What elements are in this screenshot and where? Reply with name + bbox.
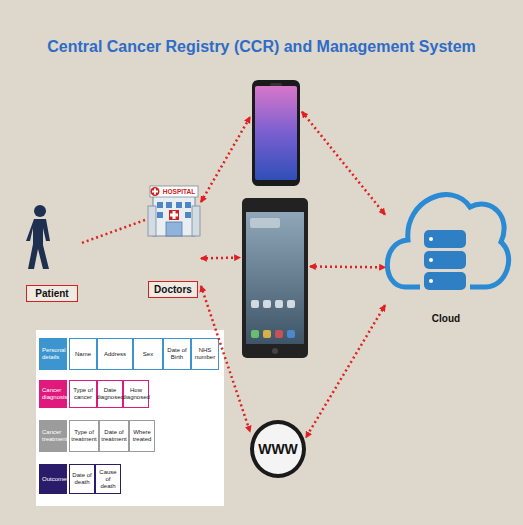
table-cell: Date of death bbox=[69, 464, 95, 494]
node-label: Cloud bbox=[385, 313, 507, 324]
sign-text: HOSPITAL bbox=[160, 188, 198, 195]
table-cell: Where treated bbox=[129, 420, 155, 452]
node-label: WWW bbox=[258, 441, 298, 457]
table-header-cell: Cancer treatment bbox=[39, 420, 67, 452]
table-cell: Name bbox=[69, 338, 97, 370]
dotted-connector bbox=[201, 286, 250, 432]
cloud-node: Cloud bbox=[385, 165, 507, 330]
cloud-icon bbox=[387, 195, 508, 295]
table-cell: Date diagnosed bbox=[97, 380, 123, 408]
table-cell: Type of cancer bbox=[69, 380, 97, 408]
tablet-icon bbox=[242, 198, 308, 358]
dotted-connector bbox=[82, 220, 145, 243]
dotted-connector bbox=[201, 256, 240, 259]
dotted-connector bbox=[201, 117, 250, 202]
table-cell: NHS number bbox=[191, 338, 219, 370]
table-cell: Date of Birth bbox=[163, 338, 191, 370]
www-circle: WWW bbox=[250, 420, 306, 478]
dotted-connector bbox=[302, 112, 385, 215]
node-label: Doctors bbox=[148, 281, 198, 298]
dotted-connector bbox=[310, 265, 385, 268]
table-header-cell: Personal details bbox=[39, 338, 67, 370]
doctors-node: Doctors bbox=[145, 178, 201, 298]
hospital-icon bbox=[148, 186, 200, 236]
node-label: Patient bbox=[26, 285, 78, 302]
table-cell: Date of treatment bbox=[99, 420, 129, 452]
table-cell: Address bbox=[97, 338, 133, 370]
table-cell: Cause of death bbox=[95, 464, 121, 494]
dotted-connector bbox=[306, 305, 385, 437]
table-cell: How diagnosed bbox=[123, 380, 149, 408]
phone-icon bbox=[252, 80, 300, 186]
patient-node: Patient bbox=[22, 200, 82, 302]
title: Central Cancer Registry (CCR) and Manage… bbox=[0, 38, 523, 56]
table-header-cell: Outcomes bbox=[39, 464, 67, 494]
table-panel: Personal detailsNameAddressSexDate of Bi… bbox=[36, 330, 224, 506]
table-header-cell: Cancer diagnosis bbox=[39, 380, 67, 408]
person-icon bbox=[26, 205, 50, 269]
table-cell: Type of treatment bbox=[69, 420, 99, 452]
tablet-node bbox=[240, 196, 310, 360]
phone-node bbox=[250, 80, 302, 186]
table-cell: Sex bbox=[133, 338, 163, 370]
